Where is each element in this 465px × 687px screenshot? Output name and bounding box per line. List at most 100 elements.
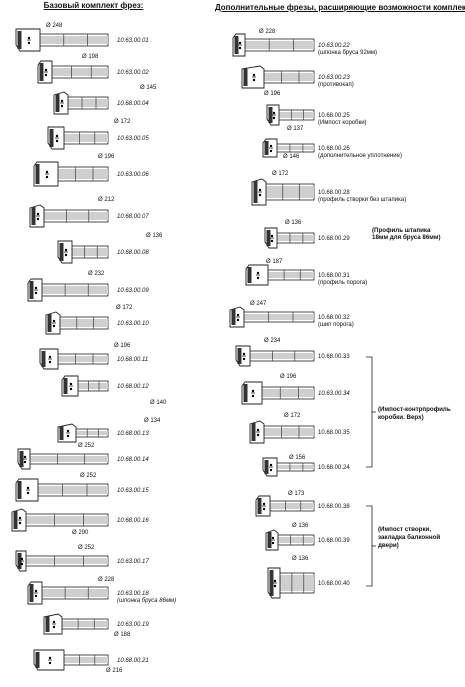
part-number: 10.63.00.19: [117, 622, 149, 628]
cutter-head: [57, 423, 77, 443]
part-number: 10.68.00.08: [117, 250, 149, 256]
diameter-label: Ø 228: [98, 577, 115, 583]
part-number: 10.68.00.40: [318, 581, 350, 587]
part-number: 10.68.00.25: [318, 113, 350, 119]
group-bracket: [366, 505, 376, 587]
part-number: 10.68.00.14: [117, 457, 149, 463]
group-note-impost-frame: коробки. Верх): [378, 414, 424, 421]
cutter-shaft: [23, 555, 109, 567]
part-number: 10.63.00.02: [117, 70, 149, 76]
diameter-label: Ø 187: [266, 259, 283, 265]
cutter-head: [15, 28, 41, 52]
right-cutter-13: 10.68.00.38: [255, 495, 350, 517]
diameter-label: Ø 140: [150, 400, 167, 406]
part-number: 10.63.00.22: [318, 43, 350, 49]
diameter-label: Ø 252: [78, 545, 95, 551]
cutter-shaft: [274, 143, 315, 153]
cutter-shaft: [39, 283, 109, 297]
right-cutter-12: 10.68.00.24: [262, 457, 350, 477]
diameter-label: Ø 136: [292, 523, 309, 529]
diameter-label: Ø 248: [46, 23, 63, 29]
cutter-shaft: [69, 245, 109, 259]
cutter-head: [33, 649, 65, 671]
left-cutter-12: 10.68.00.13: [57, 423, 149, 443]
cutter-head: [27, 278, 43, 302]
cutter-shaft: [55, 353, 109, 365]
cutter-shaft: [276, 109, 315, 121]
diameter-label: Ø 234: [264, 338, 281, 344]
part-number: 10.68.00.11: [117, 357, 148, 363]
left-cutter-13: 10.68.00.14: [17, 448, 149, 470]
header-additional-cutters: Дополнительные фрезы, расширяющие возмож…: [215, 3, 465, 12]
cutter-shaft: [277, 572, 315, 594]
part-number: 10.63.00.01: [117, 38, 149, 44]
diameter-label: Ø 137: [287, 126, 304, 132]
left-cutter-1: 10.63.00.01: [15, 28, 149, 52]
part-number: 10.68.00.38: [318, 504, 350, 510]
part-number: 10.63.00.23: [318, 75, 350, 81]
cutter-head: [241, 381, 263, 405]
left-cutter-6: 10.68.00.07: [29, 204, 149, 228]
part-number: 10.68.00.26: [318, 146, 350, 152]
cutter-head: [47, 126, 65, 150]
cutter-shaft: [242, 38, 315, 52]
cutter-shaft: [73, 428, 109, 438]
cutter-head: [264, 227, 278, 249]
cutter-head: [15, 478, 39, 502]
diameter-label: Ø 228: [259, 29, 276, 35]
cutter-head: [255, 495, 271, 517]
cutter-shaft: [274, 462, 315, 472]
diameter-label: Ø 172: [284, 413, 301, 419]
diameter-label: Ø 172: [116, 305, 133, 311]
cutter-shaft: [274, 232, 315, 244]
part-number: 10.63.00.05: [117, 136, 149, 142]
part-number: 10.68.00.16: [117, 518, 149, 524]
diameter-label: Ø 172: [114, 119, 131, 125]
diameter-label: Ø 136: [146, 233, 163, 239]
left-cutter-7: 10.68.00.08: [57, 240, 149, 264]
right-cutter-1: 10.63.00.22(шпонка бруса 92мм): [232, 33, 377, 57]
cutter-shaft: [39, 586, 109, 600]
part-number: 10.63.00.10: [117, 321, 149, 327]
diameter-label: Ø 156: [289, 455, 306, 461]
diameter-label: Ø 212: [98, 197, 115, 203]
right-cutter-15: 10.68.00.40: [267, 567, 350, 599]
diameter-label: Ø 134: [144, 418, 161, 424]
part-number: 10.68.00.29: [318, 236, 350, 242]
diameter-label: Ø 196: [98, 154, 115, 160]
right-cutter-14: 10.68.00.39: [265, 529, 350, 551]
group-bracket: [366, 356, 376, 468]
part-number: 10.63.00.06: [117, 172, 149, 178]
part-note: (профиль створки без штапика): [318, 197, 406, 203]
cutter-head: [15, 550, 27, 572]
cutter-head: [266, 104, 280, 126]
part-note: (профиль порога): [318, 280, 367, 286]
part-note: (противокап): [318, 82, 354, 88]
cutter-head: [232, 33, 246, 57]
cutter-head: [29, 204, 45, 228]
cutter-head: [27, 581, 43, 605]
cutter-shaft: [259, 386, 315, 400]
cutter-head: [39, 348, 59, 370]
right-cutter-9: 10.68.00.33: [235, 345, 350, 367]
header-base-set: Базовый комплект фрез:: [43, 1, 144, 10]
right-cutter-10: 10.63.00.34: [241, 381, 350, 405]
right-cutter-11: 10.68.00.35: [249, 420, 350, 444]
right-cutter-5: 10.68.00.28(профиль створки без штапика): [251, 178, 406, 206]
right-cutter-3: 10.68.00.25(Импост коробки): [266, 104, 367, 126]
diameter-label: Ø 172: [272, 171, 289, 177]
diameter-label: Ø 290: [72, 530, 89, 536]
left-cutter-16: 10.63.00.17: [15, 550, 149, 572]
cutter-head: [229, 306, 245, 328]
left-cutter-5: 10.63.00.06: [33, 161, 149, 187]
cutter-shaft: [41, 209, 109, 223]
cutter-shaft: [61, 654, 109, 666]
diameter-label: Ø 196: [280, 374, 297, 380]
cutter-shaft: [263, 183, 315, 201]
part-note-bold: 18мм для бруса 86мм): [372, 234, 441, 241]
cutter-shaft: [75, 380, 109, 392]
part-number: 10.63.00.15: [117, 488, 149, 494]
part-number: 10.68.00.28: [318, 190, 350, 196]
